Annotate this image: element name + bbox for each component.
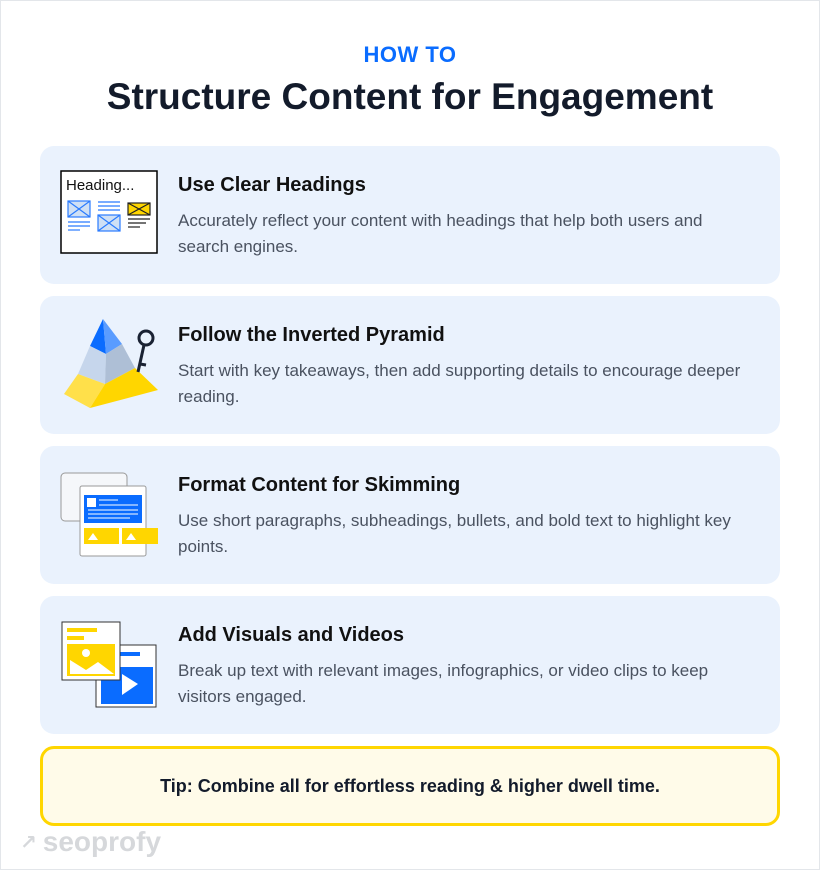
headings-layout-icon: Heading... [60,170,158,254]
card-text: Use short paragraphs, subheadings, bulle… [178,511,731,556]
brand-name: seoprofy [42,826,162,857]
card-title: Follow the Inverted Pyramid [178,324,445,346]
pyramid-key-icon [64,319,158,408]
skimming-document-icon [60,472,158,557]
page-title: Structure Content for Engagement [106,76,714,117]
card-title: Use Clear Headings [178,174,366,196]
arrow-icon: ↗ [20,831,37,854]
card-visuals: Add Visuals and Videos Break up text wit… [40,596,780,734]
card-inverted-pyramid: Follow the Inverted Pyramid Start with k… [40,296,780,434]
card-text: Break up text with relevant images, info… [178,661,709,706]
heading-sample: Heading... [66,177,134,194]
card-clear-headings: Heading... Use Clear Headings Accurately… [40,146,780,284]
card-skimming: Format Content for Skimming Use short pa… [40,446,780,584]
image-video-icon [61,621,157,708]
kicker: HOW TO [363,42,457,67]
card-text: Start with key takeaways, then add suppo… [178,361,741,406]
brand-logo: ↗seoprofy [20,826,161,858]
card-title: Add Visuals and Videos [178,624,404,646]
card-title: Format Content for Skimming [178,474,461,496]
card-text: Accurately reflect your content with hea… [178,211,703,256]
tip-box: Tip: Combine all for effortless reading … [40,746,780,826]
